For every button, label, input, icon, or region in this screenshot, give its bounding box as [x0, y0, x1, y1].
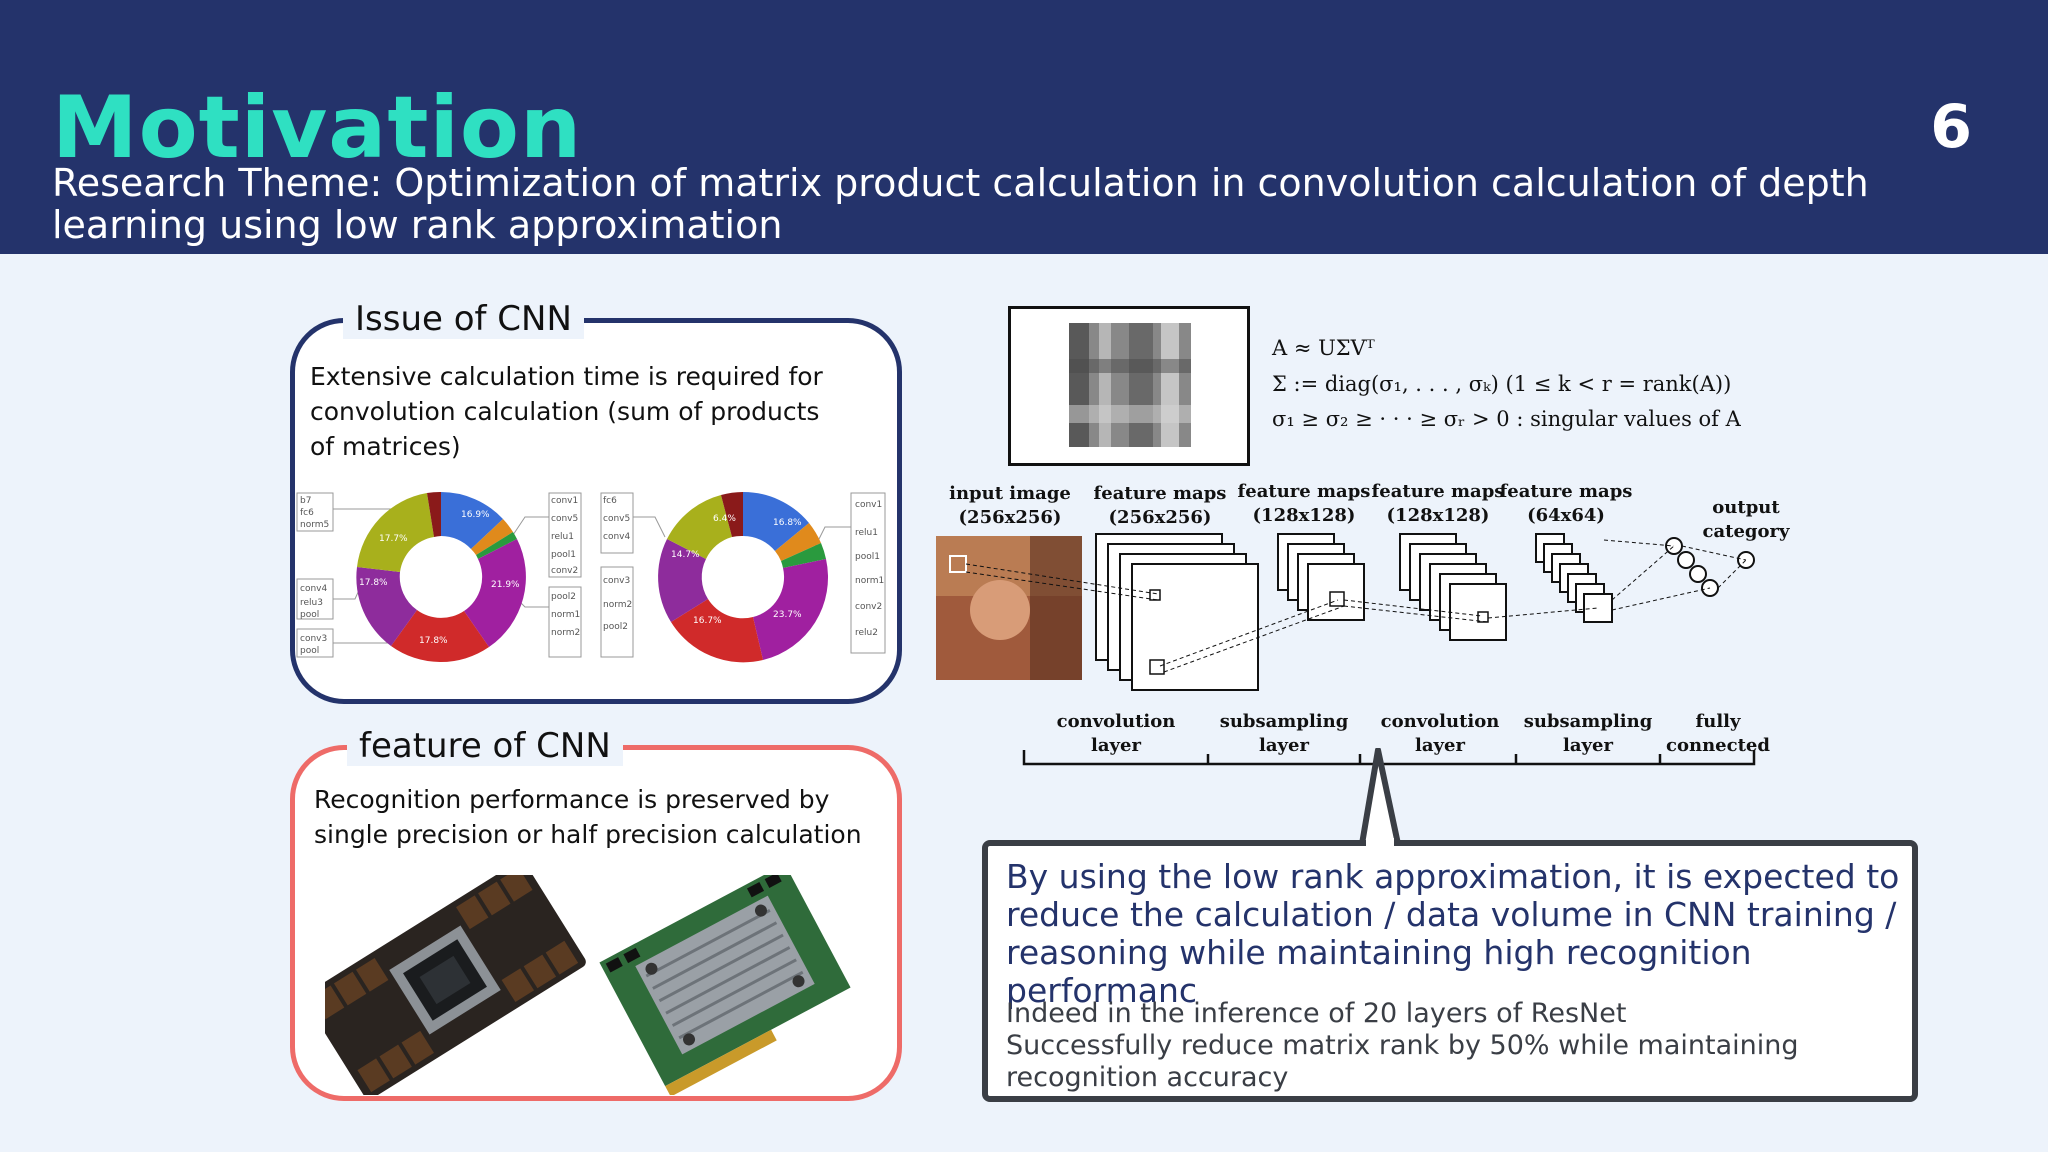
svg-text:conv1: conv1: [855, 500, 882, 510]
callout-sub-text: Indeed in the inference of 20 layers of …: [1006, 998, 1799, 1093]
label-feature-maps-4: feature maps (64x64): [1499, 481, 1633, 526]
formula-line-3: σ₁ ≥ σ₂ ≥ · · · ≥ σᵣ > 0 : singular valu…: [1272, 407, 1741, 431]
callout-pointer-cover: [1366, 838, 1394, 850]
donut-charts-image: b7 fc6 norm5 conv4 relu3 pool conv3 pool conv…: [296, 491, 886, 663]
svg-text:relu1: relu1: [855, 528, 878, 538]
svg-text:relu2: relu2: [855, 628, 878, 638]
label-layer-convolution-1: convolution layer: [1056, 711, 1176, 756]
label-feature-maps-1: feature maps (256x256): [1093, 483, 1227, 528]
svg-text:conv4: conv4: [603, 532, 630, 542]
svg-text:conv5: conv5: [551, 514, 578, 524]
svg-text:relu1: relu1: [551, 532, 574, 542]
cnn-architecture-diagram: [936, 533, 1755, 691]
svg-text:conv3: conv3: [603, 576, 630, 586]
svg-text:conv3: conv3: [300, 634, 327, 644]
issue-box-text: Extensive calculation time is required f…: [310, 362, 823, 461]
pie-right-label-blue: 16.8%: [773, 518, 802, 528]
svg-text:b7: b7: [300, 496, 311, 506]
svg-text:norm2: norm2: [603, 600, 632, 610]
svg-text:norm1: norm1: [855, 576, 884, 586]
label-layer-convolution-2: convolution layer: [1380, 711, 1500, 756]
gpu-v100-image: [325, 875, 586, 1095]
header-bar: Motivation 6 Research Theme: Optimizatio…: [0, 0, 2048, 254]
svg-text:conv2: conv2: [551, 566, 578, 576]
gpu-images: [325, 875, 851, 1095]
callout-main-text: By using the low rank approximation, it …: [1006, 857, 1900, 1010]
slide-subtitle: Research Theme: Optimization of matrix p…: [52, 161, 1869, 247]
formula-line-1: A ≈ UΣVᵀ: [1272, 336, 1375, 360]
svg-text:norm2: norm2: [551, 628, 580, 638]
issue-box: Issue of CNN Extensive calculation time …: [290, 299, 902, 704]
issue-box-title: Issue of CNN: [343, 299, 584, 339]
svg-text:norm1: norm1: [551, 610, 580, 620]
svg-text:pool2: pool2: [551, 592, 576, 602]
formula-line-2: Σ := diag(σ₁, . . . , σₖ) (1 ≤ k < r = r…: [1272, 372, 1732, 396]
svg-text:pool2: pool2: [603, 622, 628, 632]
pie-right-label-red: 16.7%: [693, 616, 722, 626]
label-layer-subsampling-1: subsampling layer: [1219, 711, 1349, 756]
label-feature-maps-2: feature maps (128x128): [1237, 481, 1371, 526]
pie-left-label-olive: 17.7%: [379, 534, 408, 544]
svg-text:conv4: conv4: [300, 584, 327, 594]
svg-text:norm5: norm5: [300, 520, 329, 530]
feature-box-title: feature of CNN: [347, 726, 623, 766]
label-layer-subsampling-2: subsampling layer: [1523, 711, 1653, 756]
pie-left-label-red: 17.8%: [419, 636, 448, 646]
svg-text:relu3: relu3: [300, 598, 323, 608]
label-output-category: output category: [1702, 497, 1790, 542]
pie-left-label-blue: 16.9%: [461, 510, 490, 520]
svg-text:pool: pool: [300, 646, 319, 656]
svg-text:fc6: fc6: [300, 508, 314, 518]
slide-title: Motivation: [52, 78, 583, 178]
label-layer-fully-connected: fully connected: [1666, 711, 1770, 756]
low-rank-approx-image: [1008, 306, 1250, 466]
pie-left-label-purple: 21.9%: [491, 580, 520, 590]
svg-text:fc6: fc6: [603, 496, 617, 506]
svg-text:conv1: conv1: [551, 496, 578, 506]
callout-pointer: [1359, 748, 1401, 847]
svg-text:pool1: pool1: [855, 552, 880, 562]
feature-box: feature of CNN Recognition performance i…: [290, 726, 902, 1101]
svg-text:conv2: conv2: [855, 602, 882, 612]
pie-right-label-magenta: 14.7%: [671, 550, 700, 560]
callout-box: By using the low rank approximation, it …: [982, 840, 1918, 1102]
svg-text:conv5: conv5: [603, 514, 630, 524]
svg-text:pool1: pool1: [551, 550, 576, 560]
layer-brackets: [1022, 750, 1756, 766]
tpu-board-image: [599, 875, 851, 1095]
label-input-image: input image (256x256): [949, 483, 1071, 528]
pie-left-label-magenta: 17.8%: [359, 578, 388, 588]
feature-box-text: Recognition performance is preserved by …: [314, 785, 862, 849]
pie-right-label-olive: 6.4%: [713, 514, 736, 524]
svg-text:pool: pool: [300, 610, 319, 620]
page-number: 6: [1930, 92, 1972, 162]
pie-right-label-purple: 23.7%: [773, 610, 802, 620]
label-feature-maps-3: feature maps (128x128): [1371, 481, 1505, 526]
